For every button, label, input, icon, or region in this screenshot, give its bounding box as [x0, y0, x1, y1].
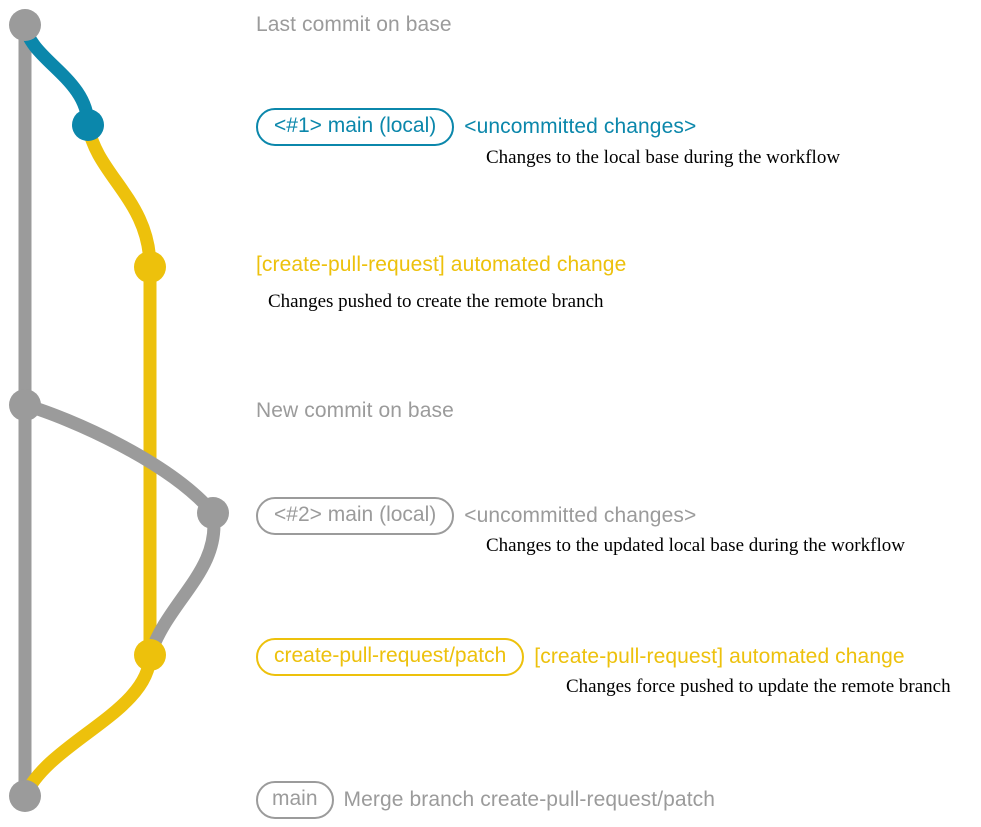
annotation-last-commit-on-base: Last commit on base: [256, 12, 452, 38]
branch-line-local-2-out: [143, 506, 221, 662]
annotation-merge: main Merge branch create-pull-request/pa…: [256, 781, 715, 819]
annotation-description-remote-2: Changes force pushed to update the remot…: [566, 676, 951, 697]
commit-message: <uncommitted changes>: [464, 115, 697, 138]
annotation-remote-1: [create-pull-request] automated change: [256, 252, 626, 278]
commit-message: New commit on base: [256, 399, 454, 422]
commit-message: Merge branch create-pull-request/patch: [343, 788, 716, 811]
annotation-description-local-2: Changes to the updated local base during…: [486, 535, 905, 556]
ref-badge-main-local-2[interactable]: <#2> main (local): [256, 497, 455, 535]
annotation-new-commit-on-base: New commit on base: [256, 398, 454, 424]
ref-badge-main-local-1[interactable]: <#1> main (local): [256, 108, 455, 146]
ref-badge-create-pull-request-patch[interactable]: create-pull-request/patch: [256, 638, 525, 676]
commit-node-remote-2[interactable]: [134, 639, 166, 671]
annotation-local-2: <#2> main (local) <uncommitted changes>: [256, 497, 696, 535]
commit-message: <uncommitted changes>: [464, 504, 697, 527]
branch-line-local-2-in: [18, 398, 220, 520]
branch-line-merge: [18, 648, 157, 803]
commit-node-base-new[interactable]: [9, 389, 41, 421]
ref-badge-main[interactable]: main: [256, 781, 334, 819]
branch-line-local-1: [18, 18, 95, 132]
commit-node-remote-1[interactable]: [134, 251, 166, 283]
annotation-remote-2: create-pull-request/patch [create-pull-r…: [256, 638, 905, 676]
branch-line-remote-upper: [81, 118, 157, 274]
commit-message: Last commit on base: [256, 13, 452, 36]
annotation-description-local-1: Changes to the local base during the wor…: [486, 147, 841, 168]
commit-node-local-2[interactable]: [197, 497, 229, 529]
annotation-local-1: <#1> main (local) <uncommitted changes>: [256, 108, 696, 146]
commit-node-base-last[interactable]: [9, 9, 41, 41]
annotation-description-remote-1: Changes pushed to create the remote bran…: [268, 291, 604, 312]
commit-message: [create-pull-request] automated change: [256, 253, 627, 276]
commit-message: [create-pull-request] automated change: [534, 645, 905, 668]
commit-node-base-merge[interactable]: [9, 780, 41, 812]
commit-node-local-1[interactable]: [72, 109, 104, 141]
